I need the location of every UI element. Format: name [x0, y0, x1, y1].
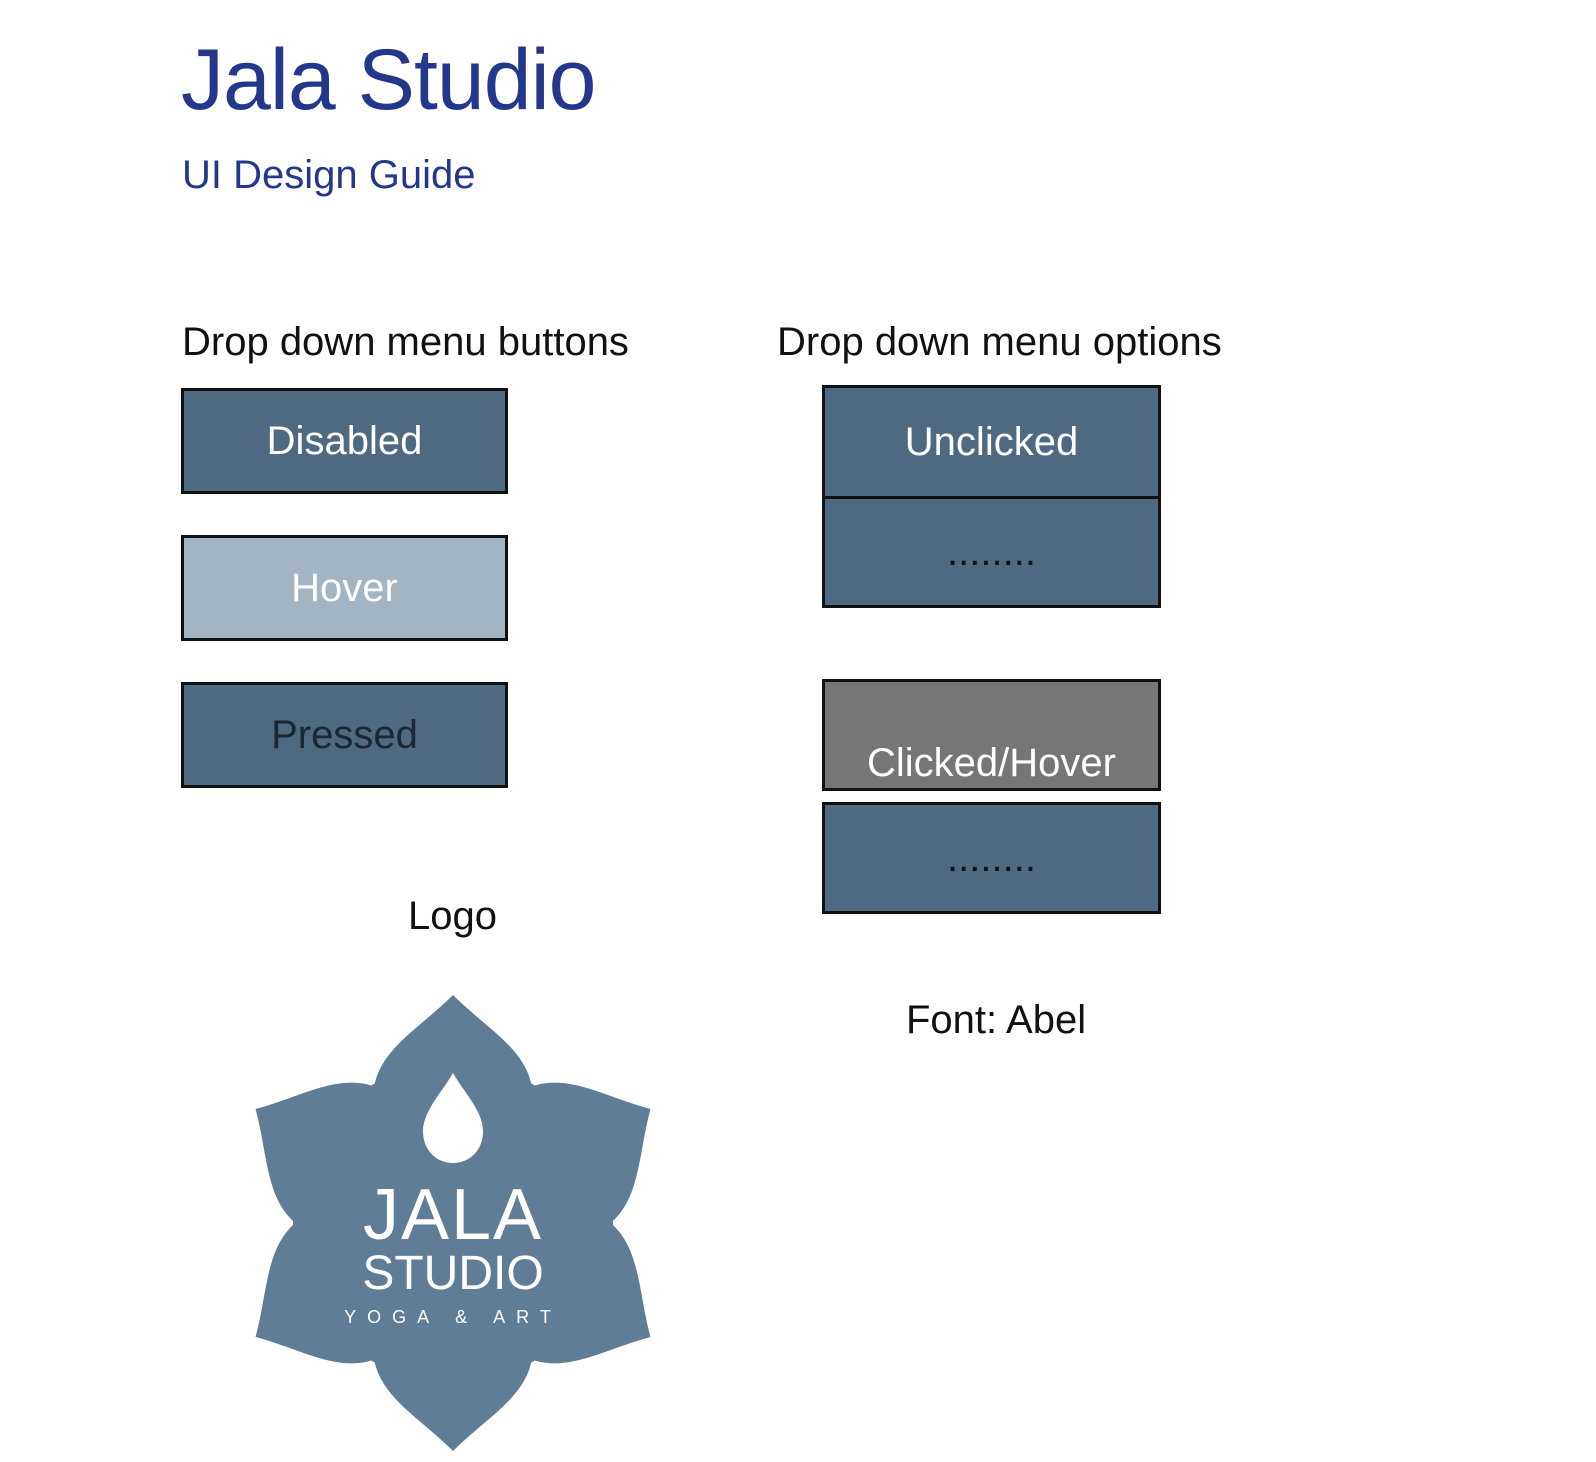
logo-label: Logo: [408, 894, 497, 938]
unclicked-option[interactable]: Unclicked: [822, 385, 1161, 499]
buttons-section-heading: Drop down menu buttons: [182, 320, 629, 364]
menu-option-placeholder[interactable]: ........: [822, 496, 1161, 608]
page-title: Jala Studio: [181, 32, 597, 128]
disabled-button[interactable]: Disabled: [181, 388, 508, 494]
logo-text-studio: STUDIO: [362, 1247, 543, 1300]
jala-studio-logo: JALA STUDIO YOGA & ART: [215, 993, 691, 1453]
font-note: Font: Abel: [906, 998, 1087, 1042]
water-drop-icon: [423, 1073, 483, 1163]
page-subtitle: UI Design Guide: [182, 153, 476, 197]
hover-button[interactable]: Hover: [181, 535, 508, 641]
logo-text-yoga-art: YOGA & ART: [344, 1307, 562, 1327]
logo-text-jala: JALA: [363, 1175, 543, 1255]
pressed-button[interactable]: Pressed: [181, 682, 508, 788]
options-section-heading: Drop down menu options: [777, 320, 1222, 364]
clicked-hover-option[interactable]: Clicked/Hover: [822, 679, 1161, 791]
menu-option-placeholder[interactable]: ........: [822, 802, 1161, 914]
